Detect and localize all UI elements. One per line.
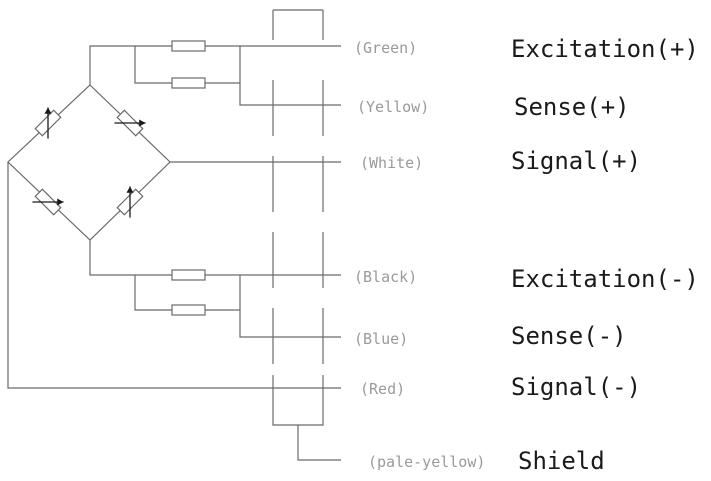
bridge-resistor-bottom-left (32, 188, 64, 216)
compensation-resistor (171, 77, 206, 89)
wire-color-label: (Blue) (354, 330, 408, 348)
top-compensation-network (89, 40, 341, 106)
signal-name-label: Excitation(+) (511, 35, 699, 63)
signal-name-label: Signal(+) (511, 147, 641, 175)
wire-color-label: (White) (360, 154, 423, 172)
wire-color-label: (Yellow) (357, 98, 429, 116)
wire-color-label: (Red) (360, 380, 405, 398)
connector-block (272, 9, 324, 426)
bridge-resistor-top-left (34, 107, 62, 139)
signal-name-label: Sense(-) (511, 322, 627, 350)
wire-color-label: (Green) (354, 39, 417, 57)
wire-color-label: (Black) (354, 268, 417, 286)
wheatstone-bridge (7, 84, 171, 241)
signal-name-label: Shield (518, 447, 605, 475)
bridge-resistor-top-right (114, 109, 146, 137)
compensation-resistor (171, 304, 206, 316)
signal-name-label: Signal(-) (511, 373, 641, 401)
compensation-resistor (171, 269, 206, 281)
shield-wire (297, 425, 341, 461)
wire-color-label: (pale-yellow) (368, 453, 485, 471)
signal-name-label: Excitation(-) (511, 265, 699, 293)
signal-minus-wire (7, 162, 341, 389)
signal-name-label: Sense(+) (514, 93, 630, 121)
compensation-resistor (171, 40, 206, 52)
bridge-resistor-bottom-right (116, 186, 144, 218)
bottom-compensation-network (89, 240, 341, 338)
